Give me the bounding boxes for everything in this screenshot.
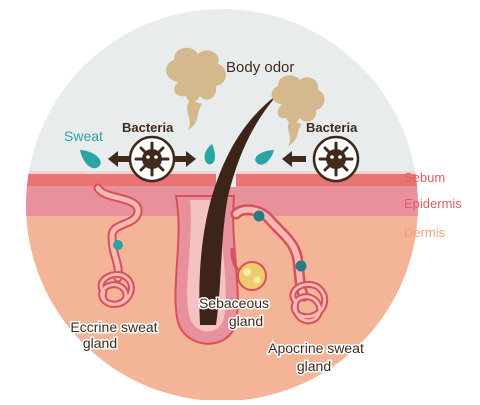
sweat-drop-icon xyxy=(255,150,274,165)
dermis-label: Dermis xyxy=(404,225,446,240)
apocrine-label-line1: Apocrine sweat xyxy=(268,340,364,356)
eccrine-sweat-gland xyxy=(93,183,143,308)
body-odor-label: Body odor xyxy=(226,59,294,76)
odor-cloud-icon xyxy=(271,75,325,146)
bacteria-right-label: Bacteria xyxy=(306,120,358,135)
arrow-icon xyxy=(108,151,196,167)
sebum-label: Sebum xyxy=(404,170,445,185)
apocrine-label-line2: gland xyxy=(297,358,331,374)
epidermis-label: Epidermis xyxy=(404,196,462,211)
odor-cloud-icon xyxy=(166,47,227,130)
sweat-drop-icon xyxy=(80,150,101,169)
eccrine-label-line1: Eccrine sweat xyxy=(70,319,157,335)
sebaceous-gland xyxy=(230,247,267,291)
bacteria-left-label: Bacteria xyxy=(122,120,174,135)
sebaceous-label-line2: gland xyxy=(229,313,263,329)
apocrine-sweat-gland xyxy=(230,204,329,325)
hair-shaft xyxy=(199,94,278,325)
eccrine-label-line2: gland xyxy=(83,335,117,351)
bacteria-icon xyxy=(312,135,360,183)
bacteria-icon xyxy=(128,135,176,183)
sebaceous-label-line1: Sebaceous xyxy=(199,295,269,311)
sweat-label: Sweat xyxy=(64,128,103,144)
arrow-icon xyxy=(282,151,306,167)
sweat-drop-icon xyxy=(204,144,215,165)
